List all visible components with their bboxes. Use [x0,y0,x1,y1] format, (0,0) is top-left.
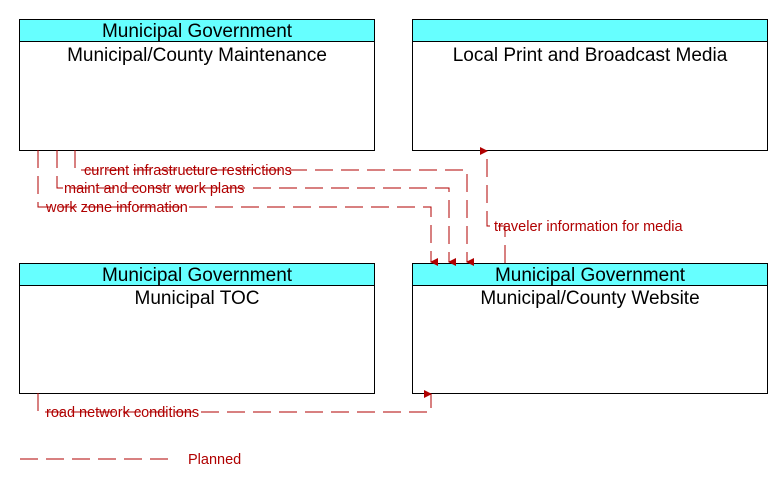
flow-line [37,390,432,413]
node-name-label: Municipal TOC [135,288,260,309]
node-owner-label: Municipal Government [102,265,293,286]
flow-current-infrastructure-restrictions[interactable]: current infrastructure restrictions [74,150,474,266]
flow-label: road network conditions [46,405,199,421]
node-municipal-toc[interactable]: Municipal Government Municipal TOC [19,263,375,394]
flow-line [56,150,456,266]
flow-road-network-conditions[interactable]: road network conditions [37,390,432,421]
node-header [19,19,375,42]
flow-label: work zone information [45,200,188,216]
node-header [19,263,375,286]
flow-line [74,150,474,266]
node-name-label: Municipal/County Website [480,288,699,309]
node-municipal-county-website[interactable]: Municipal Government Municipal/County We… [412,263,768,394]
legend-planned-label: Planned [188,452,241,468]
flow-label: current infrastructure restrictions [84,163,292,179]
flow-label: maint and constr work plans [64,181,245,197]
flow-line [37,150,438,266]
node-municipal-county-maintenance[interactable]: Municipal Government Municipal/County Ma… [19,19,375,151]
flow-maint-and-constr-work-plans[interactable]: maint and constr work plans [56,150,456,266]
legend: Planned [20,452,241,468]
flow-work-zone-information[interactable]: work zone information [37,150,438,266]
flow-line [480,147,506,263]
node-header [412,19,768,42]
node-header [412,263,768,286]
node-local-print-and-broadcast-media[interactable]: Local Print and Broadcast Media [412,19,768,151]
node-owner-label: Municipal Government [495,265,686,286]
node-name-label: Municipal/County Maintenance [67,45,327,66]
node-name-label: Local Print and Broadcast Media [453,45,728,66]
flow-label: traveler information for media [494,219,684,235]
flow-traveler-information-for-media[interactable]: traveler information for media [480,147,684,263]
node-owner-label: Municipal Government [102,21,293,42]
